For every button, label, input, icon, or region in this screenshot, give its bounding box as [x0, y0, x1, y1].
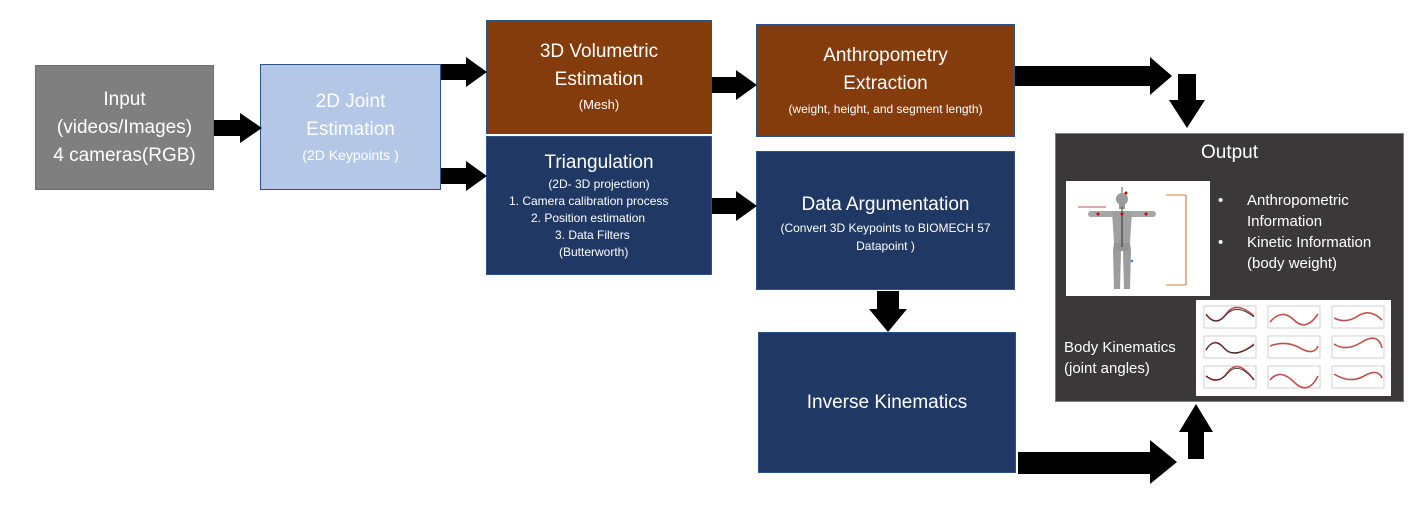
- inverse-kinematics-box: Inverse Kinematics: [758, 332, 1016, 473]
- arrow-triangulation-to-argumentation: [712, 191, 757, 221]
- arrow-anthropometry-right: [1015, 57, 1172, 95]
- volumetric-title-line-2: Estimation: [554, 69, 644, 90]
- joint-subtitle: (2D Keypoints ): [302, 147, 399, 163]
- volumetric-subtitle: (Mesh): [578, 97, 620, 112]
- arrow-inverse-right: [1018, 440, 1177, 484]
- arrow-joint-to-triangulation: [441, 161, 487, 191]
- bullet-marker: •: [1218, 234, 1224, 251]
- joint-title-line-1: 2D Joint: [315, 91, 386, 112]
- triangulation-step-3: 3. Data Filters: [555, 228, 630, 242]
- bullet-anthropometric-line-2: Information: [1247, 213, 1323, 230]
- argumentation-subtitle-line-2: Datapoint ): [856, 239, 915, 253]
- triangulation-steps: 1. Camera calibration process 2. Positio…: [487, 193, 711, 261]
- bullet-kinetic-line-1: Kinetic Information: [1247, 234, 1372, 251]
- argumentation-subtitle-line-1: (Convert 3D Keypoints to BIOMECH 57: [780, 221, 991, 235]
- input-line-2: (videos/Images): [56, 116, 193, 138]
- data-argumentation-box: Data Argumentation (Convert 3D Keypoints…: [756, 151, 1015, 290]
- triangulation-step-2: 2. Position estimation: [531, 211, 646, 225]
- bullet-marker: •: [1218, 192, 1224, 209]
- arrow-joint-to-volumetric: [441, 57, 487, 87]
- anthropometry-subtitle: (weight, height, and segment length): [788, 101, 983, 116]
- volumetric-title-line-1: 3D Volumetric: [539, 41, 659, 62]
- output-bullets: • Anthropometric Information • Kinetic I…: [1216, 190, 1406, 274]
- triangulation-step-1: 1. Camera calibration process: [509, 194, 669, 208]
- kinematics-line-2: (joint angles): [1064, 360, 1150, 377]
- triangulation-title: Triangulation: [544, 152, 654, 173]
- output-title: Output: [1200, 142, 1259, 163]
- inverse-kinematics-title: Inverse Kinematics: [806, 391, 968, 413]
- arrow-argumentation-to-inverse: [869, 291, 907, 332]
- bullet-anthropometric: • Anthropometric Information: [1216, 190, 1406, 232]
- triangulation-step-4: (Butterworth): [559, 245, 629, 259]
- input-line-1: Input: [103, 88, 146, 110]
- triangulation-box: Triangulation (2D- 3D projection) 1. Cam…: [486, 136, 712, 275]
- input-line-3: 4 cameras(RGB): [53, 144, 196, 166]
- bullet-kinetic: • Kinetic Information (body weight): [1216, 232, 1406, 274]
- joint-title-line-2: Estimation: [306, 119, 395, 140]
- triangulation-subtitle: (2D- 3D projection): [548, 177, 650, 191]
- arrow-volumetric-to-anthropometry: [712, 70, 757, 100]
- kinematics-line-1: Body Kinematics: [1064, 339, 1176, 356]
- arrow-up-to-output: [1179, 404, 1213, 459]
- arrow-input-to-joint: [214, 113, 262, 143]
- output-box: Output • Anthropometri: [1055, 133, 1404, 402]
- volumetric-estimation-box: 3D Volumetric Estimation (Mesh): [486, 20, 712, 134]
- bullet-anthropometric-line-1: Anthropometric: [1247, 192, 1349, 209]
- arrow-down-to-output: [1169, 74, 1205, 128]
- input-box: Input (videos/Images) 4 cameras(RGB): [35, 65, 214, 190]
- anthropometry-title-line-1: Anthropometry: [823, 44, 948, 66]
- anthropometry-title-line-2: Extraction: [843, 72, 928, 94]
- joint-angle-plots-image: [1196, 300, 1391, 396]
- body-model-image: [1066, 181, 1210, 296]
- anthropometry-box: Anthropometry Extraction (weight, height…: [756, 24, 1015, 137]
- argumentation-title: Data Argumentation: [801, 194, 970, 215]
- bullet-kinetic-line-2: (body weight): [1247, 255, 1338, 272]
- body-kinematics-label: Body Kinematics (joint angles): [1064, 337, 1176, 379]
